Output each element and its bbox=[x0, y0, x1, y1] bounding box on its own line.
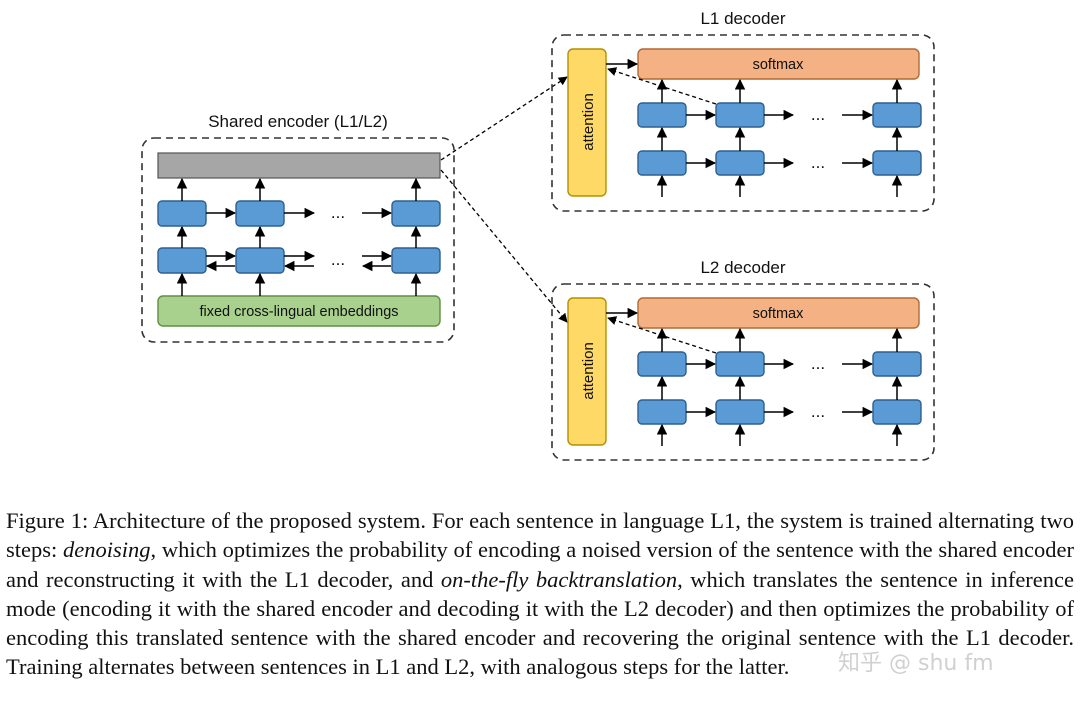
l2-decoder-frame bbox=[551, 283, 935, 461]
l1-upper-cell-1 bbox=[637, 102, 687, 128]
encoder-title: Shared encoder (L1/L2) bbox=[208, 112, 388, 131]
encoder-frame bbox=[141, 137, 455, 343]
l2-lower-cell-2 bbox=[715, 399, 765, 425]
l2-upper-cell-2 bbox=[715, 351, 765, 377]
embeddings-label: fixed cross-lingual embeddings bbox=[199, 304, 398, 320]
encoder-upper-cell-3 bbox=[391, 200, 441, 227]
l2-attention-bar bbox=[567, 297, 607, 446]
l1-upper-ellipsis: ... bbox=[811, 105, 825, 124]
figure-caption: Figure 1: Architecture of the proposed s… bbox=[6, 506, 1074, 682]
encoder-upper-ellipsis: ... bbox=[331, 203, 345, 222]
l1-softmax-label: softmax bbox=[753, 57, 805, 73]
l1-attention-feedback-arrow bbox=[607, 67, 717, 105]
l1-lower-cell-1 bbox=[637, 150, 687, 176]
l2-lower-ellipsis: ... bbox=[811, 402, 825, 421]
encoder-lower-cell-3 bbox=[391, 247, 441, 274]
l2-upper-cell-3 bbox=[872, 351, 922, 377]
encoder-upper-cell-2 bbox=[235, 200, 285, 227]
l2-upper-ellipsis: ... bbox=[811, 354, 825, 373]
l1-decoder-frame bbox=[551, 34, 935, 212]
caption-emphasis-backtranslation: on-the-fly backtranslation bbox=[440, 566, 678, 592]
l1-attention-bar bbox=[567, 48, 607, 197]
l1-decoder-title: L1 decoder bbox=[700, 9, 785, 28]
l2-attention-feedback-arrow bbox=[607, 316, 717, 354]
l1-upper-cell-2 bbox=[715, 102, 765, 128]
l2-decoder: L2 decoder attention softmax ... ... bbox=[551, 258, 935, 461]
l2-softmax-label: softmax bbox=[753, 306, 805, 322]
encoder-to-l1-connector bbox=[440, 76, 568, 161]
embeddings-bar bbox=[157, 295, 441, 327]
l1-attention-label: attention bbox=[580, 93, 597, 151]
caption-text-3: , which translates the sentence in infer… bbox=[6, 566, 1075, 680]
l2-upper-cell-1 bbox=[637, 351, 687, 377]
encoder-lower-ellipsis: ... bbox=[331, 250, 345, 269]
l1-lower-cell-3 bbox=[872, 150, 922, 176]
l2-lower-cell-1 bbox=[637, 399, 687, 425]
encoder-lower-cell-2 bbox=[235, 247, 285, 274]
l2-lower-cell-3 bbox=[872, 399, 922, 425]
l1-lower-cell-2 bbox=[715, 150, 765, 176]
l2-attention-label: attention bbox=[580, 342, 597, 400]
l1-upper-cell-3 bbox=[872, 102, 922, 128]
l1-lower-ellipsis: ... bbox=[811, 153, 825, 172]
shared-encoder: Shared encoder (L1/L2) ... ... fixed cro… bbox=[141, 112, 455, 343]
caption-text-2: , which optimizes the probability of enc… bbox=[6, 537, 1074, 592]
l1-decoder: L1 decoder attention softmax ... ... bbox=[551, 9, 935, 212]
encoder-to-l2-connector bbox=[440, 169, 568, 323]
caption-text-1: Figure 1: Architecture of the proposed s… bbox=[6, 508, 1074, 563]
caption-emphasis-denoising: denoising bbox=[63, 537, 151, 563]
architecture-diagram: Shared encoder (L1/L2) ... ... fixed cro… bbox=[141, 9, 935, 461]
l2-decoder-title: L2 decoder bbox=[700, 258, 785, 277]
encoder-upper-cell-1 bbox=[157, 200, 207, 227]
encoder-lower-cell-1 bbox=[157, 247, 207, 274]
encoder-output-bar bbox=[157, 152, 441, 179]
